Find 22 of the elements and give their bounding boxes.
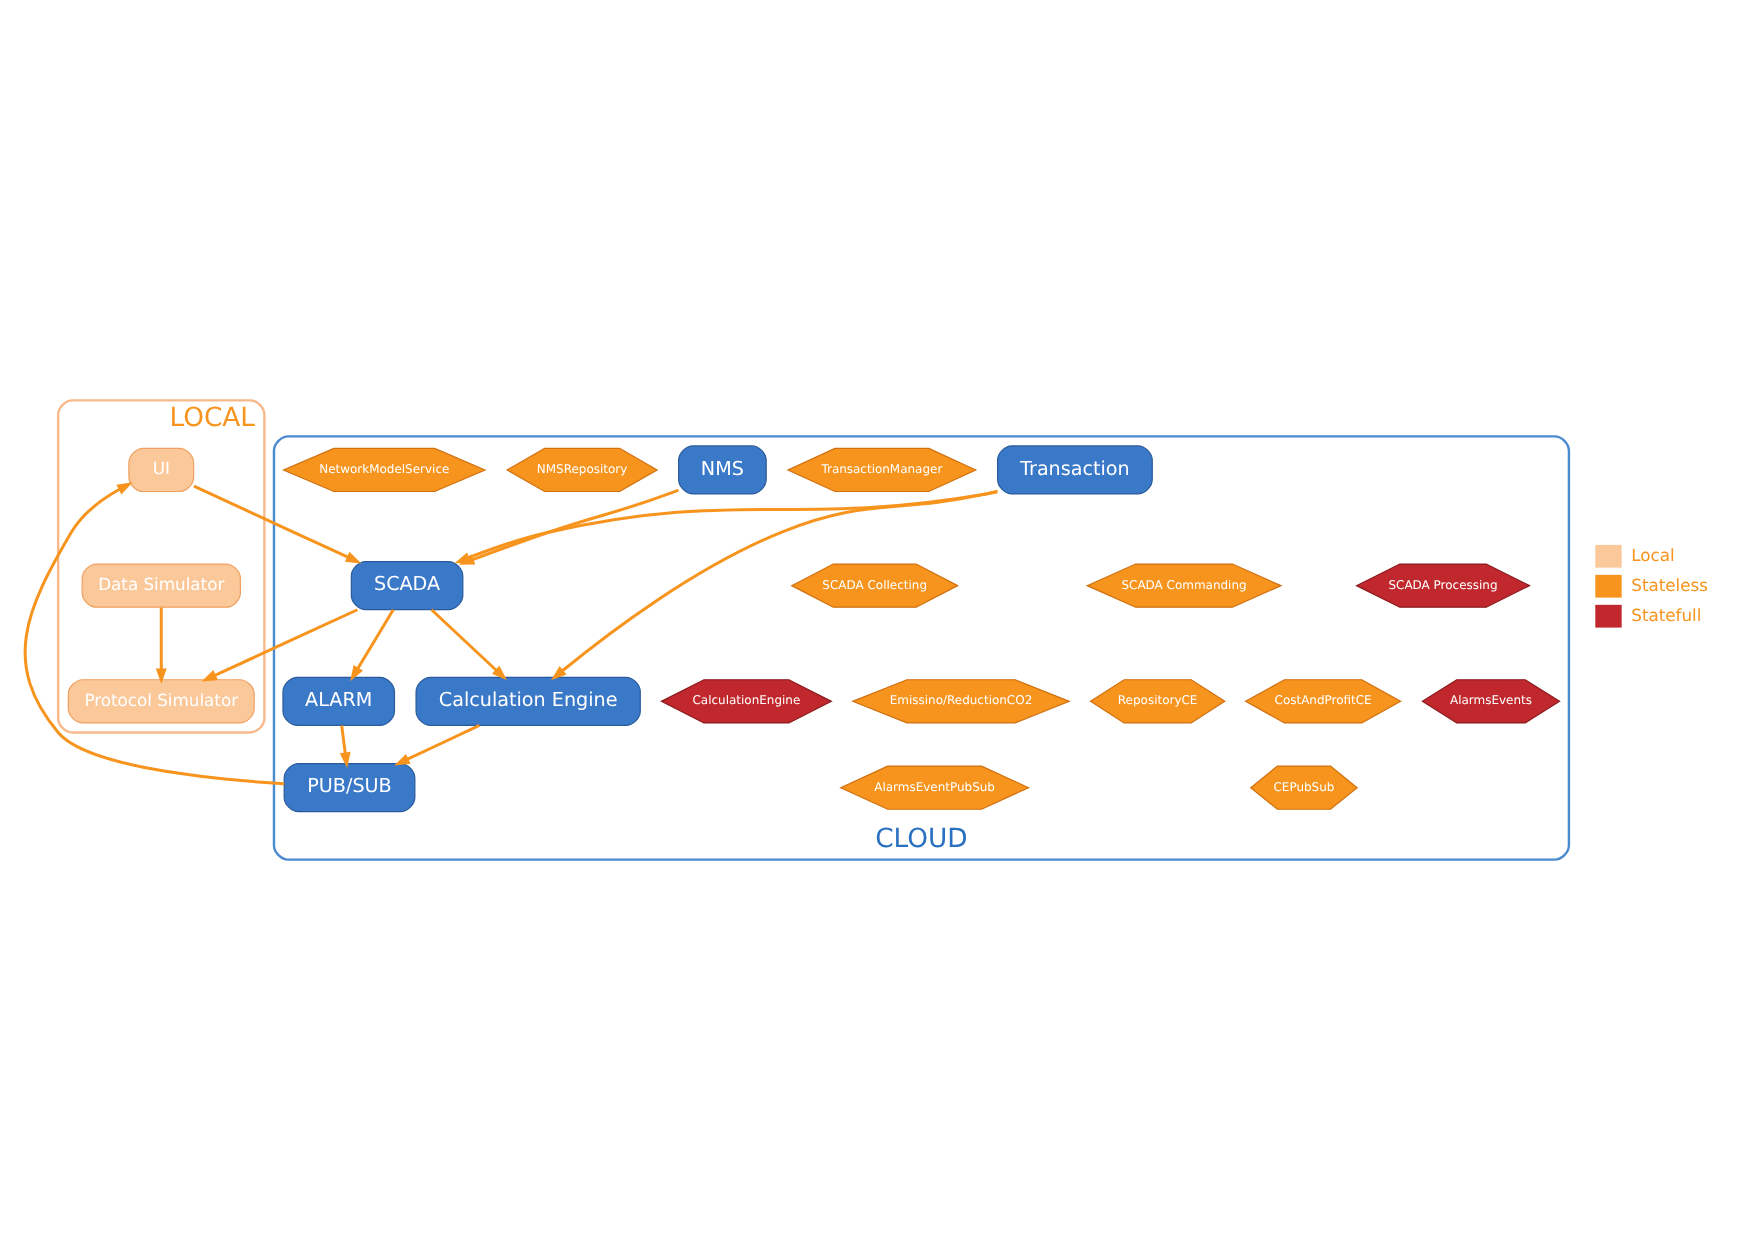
- arrow: [200, 608, 357, 682]
- legend-label: Stateless: [1630, 574, 1708, 595]
- node-box: Transaction: [996, 445, 1152, 495]
- node-box: Data Simulator: [80, 563, 240, 608]
- node-box: NMS: [677, 445, 766, 495]
- arrow: [429, 608, 506, 681]
- arrow: [349, 609, 394, 682]
- arrow: [154, 607, 166, 685]
- arrow: [393, 724, 479, 766]
- node-box: SCADA: [349, 561, 463, 611]
- node-box: UI: [127, 447, 194, 493]
- legend-label: Local: [1630, 544, 1674, 565]
- arrow: [192, 484, 361, 564]
- node-box: Calculation Engine: [414, 676, 640, 726]
- arrow: [22, 482, 284, 786]
- arrow: [457, 488, 678, 565]
- node-box: Protocol Simulator: [66, 679, 254, 724]
- arrow: [550, 489, 997, 681]
- node-box: PUB/SUB: [282, 763, 415, 813]
- legend-label: Statefull: [1630, 604, 1701, 625]
- arrow: [338, 725, 350, 769]
- node-box: ALARM: [281, 676, 395, 726]
